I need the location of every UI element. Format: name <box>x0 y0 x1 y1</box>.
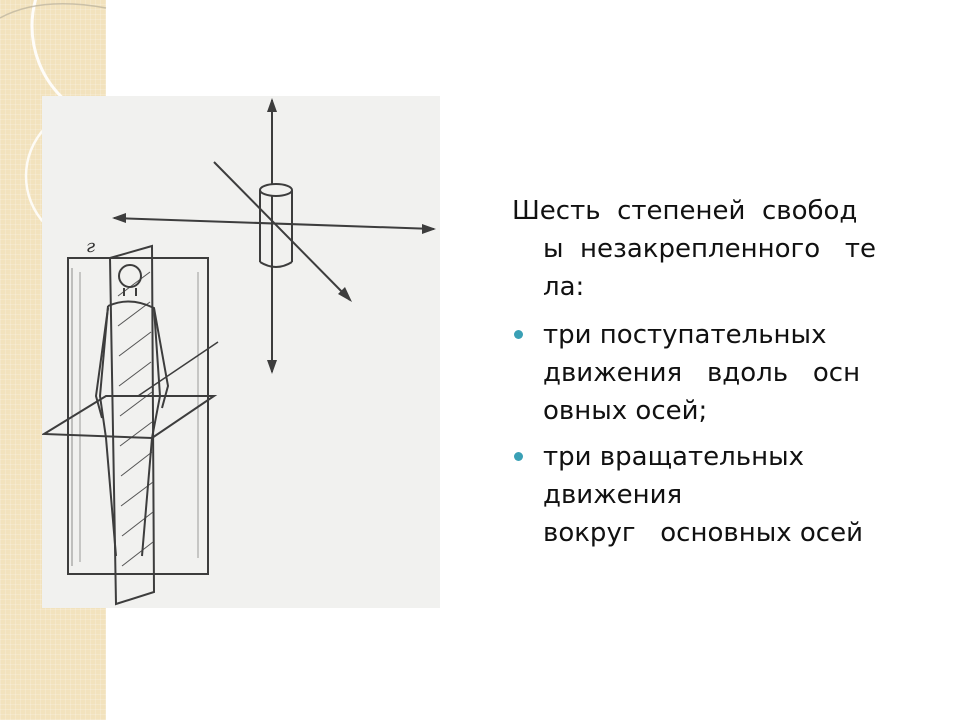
bullet-text-line: три вращательных <box>543 442 804 472</box>
bullet-text-line: движения <box>543 480 683 510</box>
bullet-item-rotational: три вращательных движения вокруг основны… <box>512 438 952 552</box>
bullet-text-line: движения вдоль осн <box>543 358 861 388</box>
bullet-item-translational: три поступательных движения вдоль осн ов… <box>512 316 952 430</box>
bullet-icon <box>514 452 523 461</box>
bullet-text-line: вокруг основных осей <box>543 518 863 548</box>
degrees-of-freedom-figure: г <box>42 96 440 608</box>
slide-text: Шесть степеней свобод ы незакрепленного … <box>512 192 952 560</box>
figure-label: г <box>86 236 95 257</box>
heading-line: Шесть степеней свобод <box>512 196 858 226</box>
bullet-text-line: овных осей; <box>543 396 708 426</box>
bullet-text-line: три поступательных <box>543 320 827 350</box>
heading-line: ла: <box>543 272 585 302</box>
heading: Шесть степеней свобод ы незакрепленного … <box>512 192 952 306</box>
heading-line: ы незакрепленного те <box>543 234 877 264</box>
bullet-icon <box>514 330 523 339</box>
